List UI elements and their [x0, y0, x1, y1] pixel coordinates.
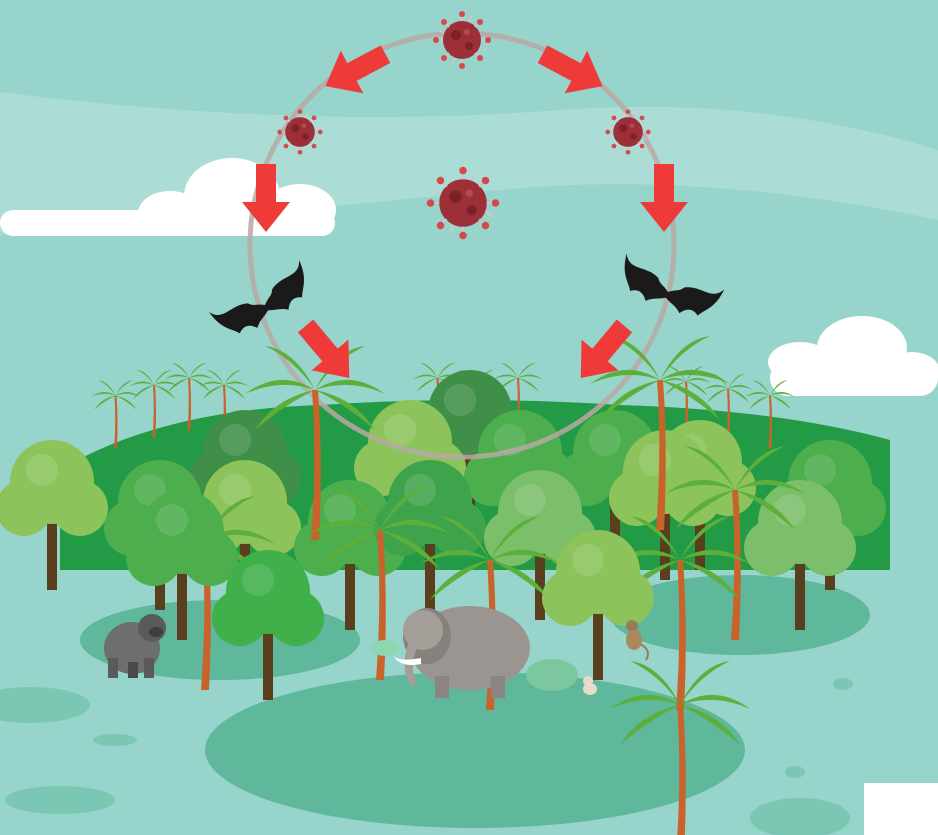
- virus-icon: [433, 11, 491, 69]
- white-corner: [864, 783, 938, 835]
- ground-patch-small: [93, 734, 137, 746]
- cloud-right: [768, 316, 938, 396]
- ground-island-main: [205, 672, 745, 828]
- ground-patch-small: [5, 786, 115, 814]
- ground-patch-small: [833, 678, 853, 690]
- cycle-arrow: [562, 310, 642, 393]
- cycle-arrow: [531, 33, 614, 107]
- cycle-arrow: [314, 33, 397, 107]
- ground-patch-small: [750, 798, 850, 835]
- ground-patch-small: [0, 687, 90, 723]
- ground-patch-small: [785, 766, 805, 778]
